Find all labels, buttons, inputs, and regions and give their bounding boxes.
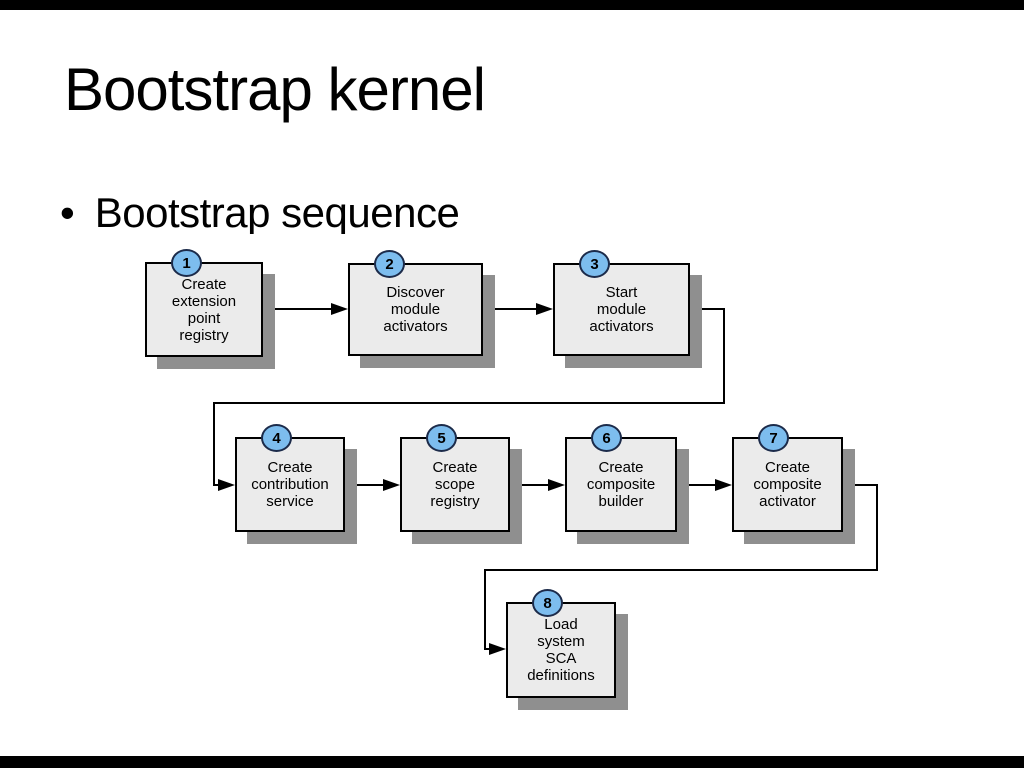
step-box-2: 2 Discover module activators — [348, 250, 483, 356]
step-box-4: 4 Create contribution service — [235, 424, 345, 532]
bullet-marker: • — [60, 192, 75, 234]
step-label-6: Create composite builder — [586, 459, 656, 510]
arrowhead-into-step-6 — [548, 479, 565, 491]
arrowhead-into-step-5 — [383, 479, 400, 491]
connector-4-to-5 — [345, 484, 387, 486]
connector-3-elbow-down — [723, 308, 725, 404]
step-number-badge-2: 2 — [374, 250, 405, 278]
step-box-3: 3 Start module activators — [553, 250, 690, 356]
letterbox-top-bar — [0, 0, 1024, 10]
step-box-8: 8 Load system SCA definitions — [506, 589, 616, 698]
connector-7-elbow-down — [876, 484, 878, 571]
step-number-badge-5: 5 — [426, 424, 457, 452]
step-number-badge-6: 6 — [591, 424, 622, 452]
connector-2-to-3 — [483, 308, 538, 310]
connector-1-to-2 — [263, 308, 333, 310]
connector-3-elbow-down-2 — [213, 402, 215, 486]
step-number-badge-8: 8 — [532, 589, 563, 617]
step-box-6: 6 Create composite builder — [565, 424, 677, 532]
connector-7-elbow-across — [484, 569, 878, 571]
connector-7-elbow-down-2 — [484, 569, 486, 650]
step-label-5: Create scope registry — [430, 459, 480, 510]
step-number-badge-1: 1 — [171, 249, 202, 277]
connector-5-to-6 — [510, 484, 552, 486]
arrowhead-into-step-2 — [331, 303, 348, 315]
arrowhead-into-step-7 — [715, 479, 732, 491]
arrowhead-into-step-3 — [536, 303, 553, 315]
connector-7-elbow-out — [843, 484, 878, 486]
step-label-2: Discover module activators — [383, 284, 448, 335]
arrowhead-into-step-8 — [489, 643, 506, 655]
step-number-badge-4: 4 — [261, 424, 292, 452]
step-number-badge-3: 3 — [579, 250, 610, 278]
letterbox-bottom-bar — [0, 756, 1024, 768]
bullet-text: Bootstrap sequence — [94, 192, 460, 234]
step-box-1: 1 Create extension point registry — [145, 249, 263, 357]
bullet-item: • Bootstrap sequence — [60, 192, 620, 234]
step-box-5: 5 Create scope registry — [400, 424, 510, 532]
step-label-4: Create contribution service — [251, 459, 329, 510]
step-label-7: Create composite activator — [753, 459, 822, 510]
arrowhead-into-step-4 — [218, 479, 235, 491]
connector-3-elbow-across — [213, 402, 725, 404]
connector-6-to-7 — [677, 484, 719, 486]
step-box-7: 7 Create composite activator — [732, 424, 843, 532]
step-label-3: Start module activators — [589, 284, 654, 335]
page-title: Bootstrap kernel — [64, 56, 486, 123]
step-label-8: Load system SCA definitions — [527, 616, 595, 684]
connector-3-elbow-out — [690, 308, 725, 310]
step-label-1: Create extension point registry — [171, 275, 237, 344]
step-number-badge-7: 7 — [758, 424, 789, 452]
